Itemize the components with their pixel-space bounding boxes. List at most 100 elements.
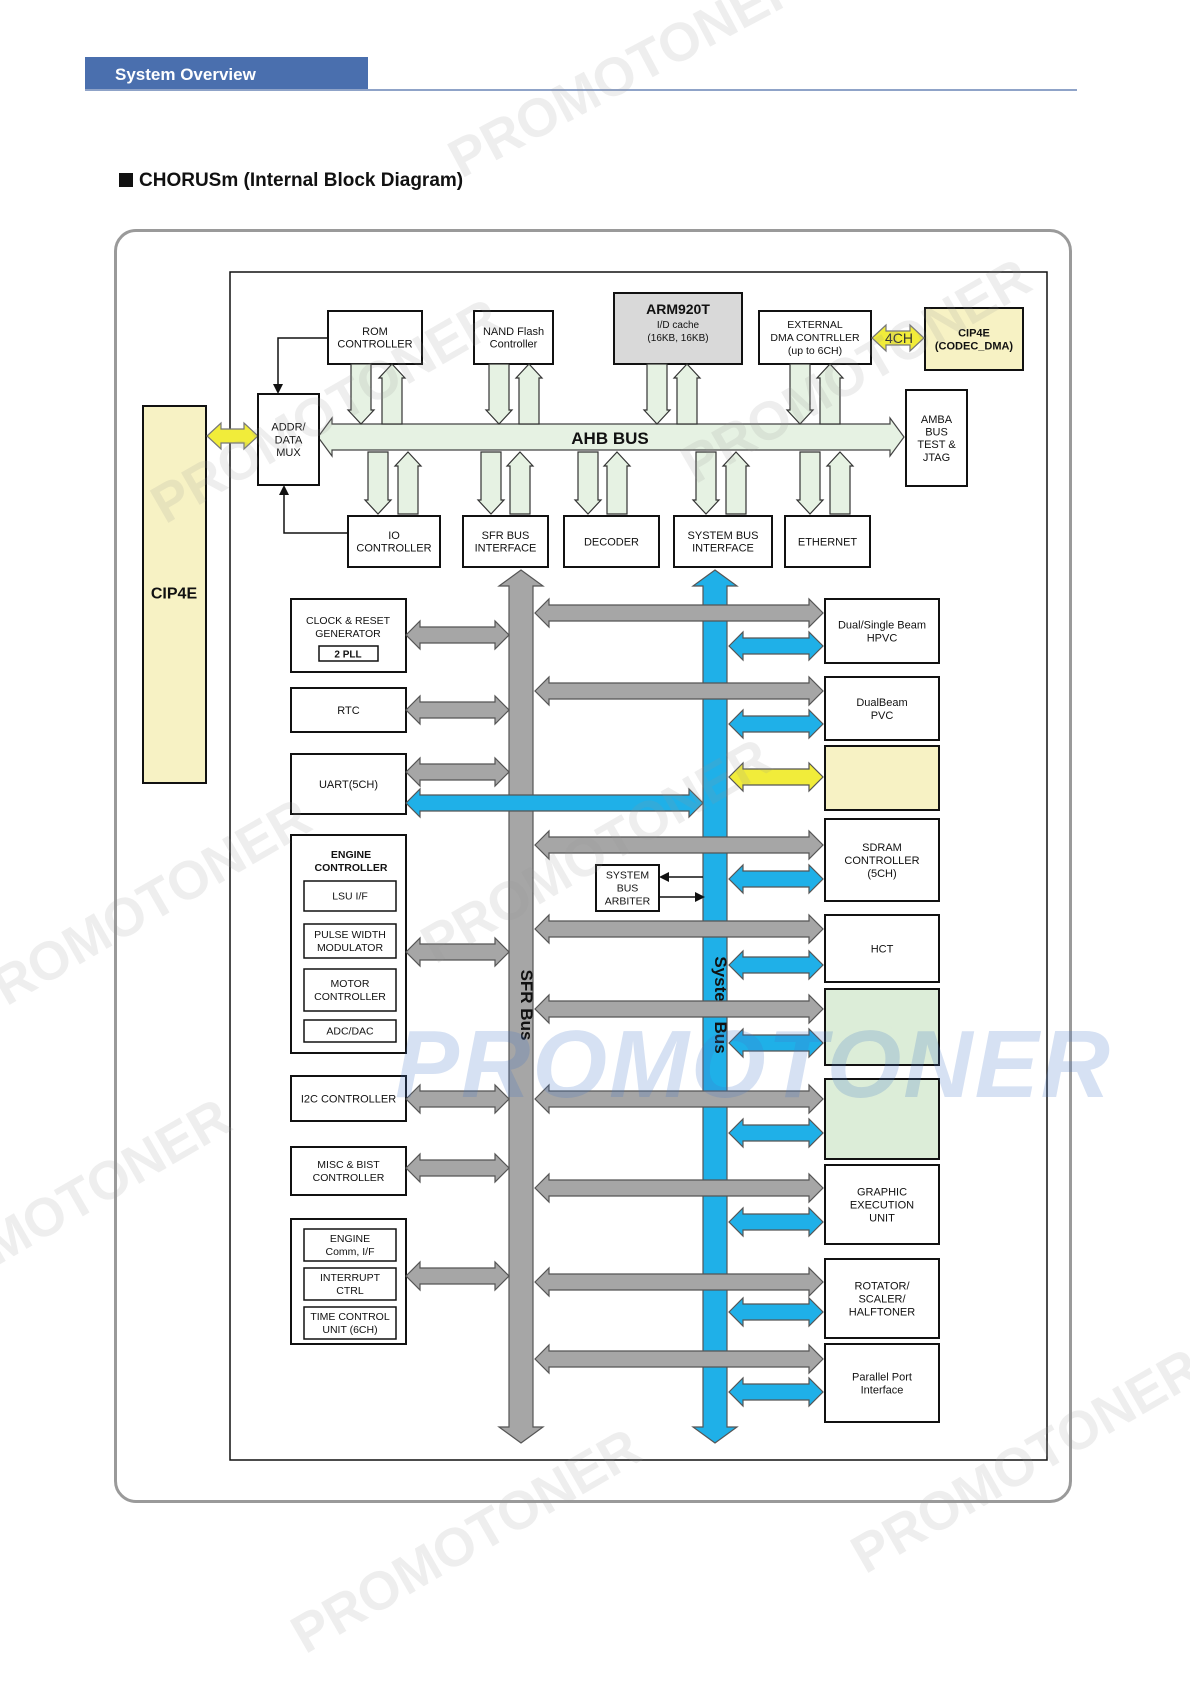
arm-down-arrow	[642, 363, 672, 425]
rtc-block-label: RTC	[337, 705, 359, 717]
io-controller-label-line-1: IO	[388, 530, 400, 542]
system-bus-arbiter-label-line-3: ARBITER	[605, 896, 651, 908]
parallel-port-interface-sfr-arrow	[534, 1343, 824, 1375]
cip4e-ip-dma-block-system-arrow	[728, 761, 824, 793]
cip4e-codec-label-line-1: CIP4E	[958, 327, 990, 339]
cip4e-ip-dma-block-label-line-1: CIP4E	[866, 766, 898, 778]
sfr-bus-interface-label-line-2: INTERFACE	[475, 543, 537, 555]
clock-reset-label-line-2: GENERATOR	[315, 628, 381, 640]
timers-sfr-arrow	[405, 1260, 510, 1292]
lsu-if-label: LSU I/F	[332, 891, 368, 903]
rom-up-arrow	[377, 363, 407, 425]
i2c-sfr-arrow	[405, 1083, 510, 1115]
hct-block	[824, 914, 940, 983]
addr-data-mux-label-line-2: DATA	[275, 434, 303, 446]
pulse-width-modulator-label-line-1: PULSE WIDTH	[314, 929, 386, 941]
sfr-bus-interface	[462, 515, 549, 568]
square-bullet-icon	[119, 173, 133, 187]
sdram-controller-label-line-1: SDRAM	[862, 842, 902, 854]
time-control-unit	[303, 1306, 397, 1340]
pvc-block-label-line-1: DualBeam	[856, 697, 907, 709]
jbig0-block	[824, 988, 940, 1066]
nand-flash-controller-label-line-1: NAND Flash	[483, 326, 544, 338]
rotator-scaler-halftoner-label-line-1: ROTATOR/	[855, 1280, 911, 1292]
adc-dac	[303, 1019, 397, 1043]
rotator-scaler-halftoner-sfr-arrow	[534, 1266, 824, 1298]
system-bus-interface-label-line-1: SYSTEM BUS	[688, 530, 759, 542]
dma-up-arrow	[815, 363, 845, 425]
jbig1-block-sfr-arrow	[534, 1083, 824, 1115]
pll-label: 2 PLL	[334, 650, 361, 661]
rtc-block	[290, 687, 407, 733]
sfr-bus	[497, 569, 545, 1444]
external-dma-controller-label-line-1: EXTERNAL	[787, 319, 843, 331]
cip4e-main-block	[142, 405, 207, 784]
sdram-controller	[824, 818, 940, 902]
sysif-down-arrow	[691, 451, 721, 515]
system-bus-arbiter-label-line-2: BUS	[617, 883, 639, 895]
jbig1-block-system-arrow	[728, 1117, 824, 1149]
pvc-block	[824, 676, 940, 741]
jbig0-block-sfr-arrow	[534, 993, 824, 1025]
cip4e-codec-block	[924, 307, 1024, 371]
parallel-port-interface	[824, 1343, 940, 1423]
engine-sfr-arrow	[405, 936, 510, 968]
graphic-execution-unit-label-line-2: EXECUTION	[850, 1199, 914, 1211]
misc-bist-controller-label-line-2: CONTROLLER	[313, 1172, 385, 1184]
sdram-controller-label-line-3: (5CH)	[867, 868, 896, 880]
rtc-sfr-arrow	[405, 694, 510, 726]
clock-sfr-arrow	[405, 619, 510, 651]
graphic-execution-unit-label-line-1: GRAPHIC	[857, 1186, 907, 1198]
system-bus-interface-label-line-2: INTERFACE	[692, 543, 754, 555]
ext-dma-codec-arrow	[871, 323, 925, 353]
time-control-unit-label-line-2: UNIT (6CH)	[322, 1324, 377, 1336]
io-controller-label-line-2: CONTROLLER	[356, 543, 431, 555]
i2c-controller-label: I2C CONTROLLER	[301, 1093, 396, 1105]
amba-bus-test-jtag-label-line-1: AMBA	[921, 414, 953, 426]
ahb-bus-label: AHB BUS	[571, 429, 648, 448]
addr-data-mux-label-line-1: ADDR/	[271, 422, 306, 434]
engine-comm-if-label-line-2: Comm, I/F	[326, 1246, 375, 1258]
sfr-bus-interface-label-line-1: SFR BUS	[482, 530, 530, 542]
misc-bist-controller-label-line-1: MISC & BIST	[317, 1159, 380, 1171]
arm920t-block	[613, 292, 743, 365]
addr-data-mux	[257, 393, 320, 486]
section-header-tab: System Overview	[85, 57, 368, 90]
system-bus-arbiter	[595, 864, 660, 912]
misc-bist-controller	[290, 1146, 407, 1196]
nand-down-arrow	[484, 363, 514, 425]
interrupt-ctrl-label-line-1: INTERRUPT	[320, 1272, 381, 1284]
nand-flash-controller	[473, 310, 554, 365]
amba-bus-test-jtag	[905, 389, 968, 487]
parallel-port-interface-system-arrow	[728, 1376, 824, 1408]
rom-controller-label-line-2: CONTROLLER	[337, 339, 412, 351]
interrupt-ctrl-label-line-2: CTRL	[336, 1285, 364, 1297]
interrupt-ctrl	[303, 1267, 397, 1301]
hct-block-label: HCT	[871, 943, 894, 955]
sdram-controller-label-line-2: CONTROLLER	[844, 855, 919, 867]
motor-controller-label-line-2: CONTROLLER	[314, 991, 386, 1003]
hpvc-block	[824, 598, 940, 664]
nand-up-arrow	[514, 363, 544, 425]
hct-block-system-arrow	[728, 949, 824, 981]
pvc-block-system-arrow	[728, 708, 824, 740]
section-header-label: System Overview	[115, 65, 256, 84]
arm920t-cache-line-1: I/D cache	[657, 320, 700, 331]
parallel-port-interface-label-line-2: Interface	[861, 1384, 904, 1396]
lsu-if	[303, 880, 397, 912]
addr-data-mux-label-line-3: MUX	[276, 447, 301, 459]
diagram-heading-text: CHORUSm (Internal Block Diagram)	[139, 170, 464, 191]
system-bus-interface	[673, 515, 773, 568]
io-down-arrow	[363, 451, 393, 515]
decoder-up-arrow	[602, 451, 632, 515]
external-dma-controller	[758, 310, 872, 365]
time-control-unit-label-line-1: TIME CONTROL	[310, 1311, 389, 1323]
jbig1-block	[824, 1078, 940, 1160]
rotator-scaler-halftoner-system-arrow	[728, 1296, 824, 1328]
system-bus-arbiter-label-line-1: SYSTEM	[606, 870, 649, 882]
rom-controller	[327, 310, 423, 365]
ethernet-block	[784, 515, 871, 568]
arm920t-cache-line-2: (16KB, 16KB)	[647, 333, 708, 344]
graphic-execution-unit-sfr-arrow	[534, 1172, 824, 1204]
